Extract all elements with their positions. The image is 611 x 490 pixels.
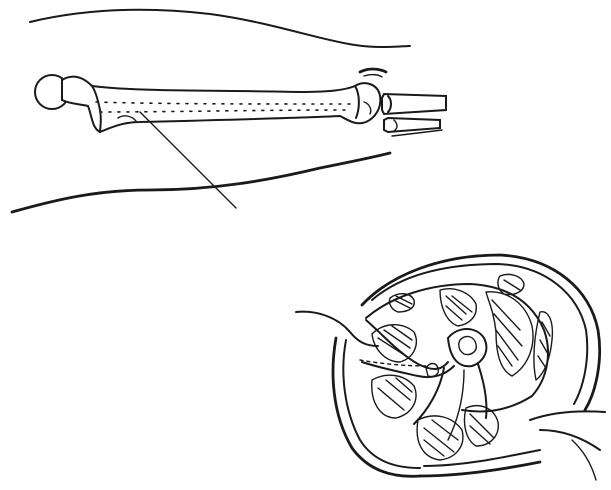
neurovascular-bundle	[426, 364, 438, 377]
muscle-medial	[372, 325, 416, 362]
fascia-bottom	[420, 462, 540, 476]
fascia-left-inner	[343, 340, 420, 468]
retractor-right	[530, 411, 605, 420]
hatch-lines	[378, 280, 550, 456]
muscle-adductor	[372, 375, 416, 418]
retractor-right-2	[540, 430, 600, 450]
fascia-bottom-2	[424, 450, 540, 466]
retractor-left	[296, 312, 378, 346]
septum-2	[362, 362, 454, 377]
outer-fascia-outer	[362, 255, 600, 410]
septum-4	[478, 364, 487, 418]
femur-cross-section	[448, 329, 486, 366]
